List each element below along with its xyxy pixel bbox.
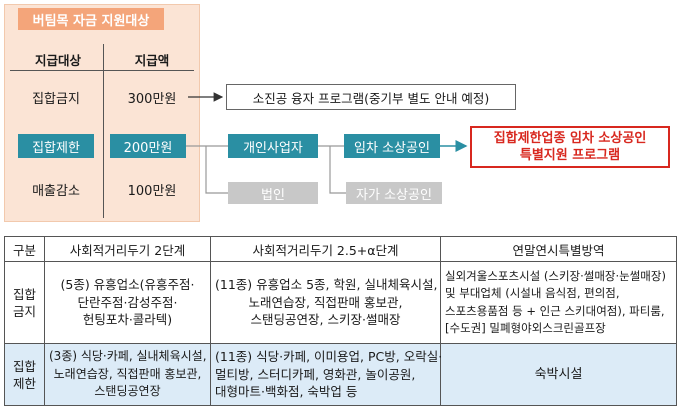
header-divider [10, 70, 194, 71]
restrict-level25-cell: (11종) 식당·카페, 이미용업, PC방, 오락실· 멀티방, 스터디카페,… [210, 343, 442, 406]
restrict-holiday-cell: 숙박시설 [440, 343, 677, 406]
col-header-category: 구분 [4, 236, 45, 262]
header-target: 지급대상 [34, 53, 81, 68]
special-program-line2: 특별지원 프로그램 [519, 148, 621, 163]
column-divider [103, 44, 104, 218]
panel-title: 버팀목 자금 지원대상 [18, 8, 164, 30]
row-ban-amount: 300만원 [127, 91, 177, 107]
connector-lines [186, 92, 468, 194]
restrict-level2-cell: (3종) 식당·카페, 실내체육시설, 노래연습장, 직접판매 홍보관, 스탠딩… [44, 343, 211, 406]
ban-level2-cell: (5종) 유흥업소(유흥주점· 단란주점·감성주점· 헌팅포차·콜라텍) [44, 261, 211, 344]
row-label-restrict: 집합 제한 [4, 343, 45, 406]
restriction-table: 구분 사회적거리두기 2단계 사회적거리두기 2.5+α단계 연말연시특별방역 … [4, 236, 677, 406]
row-sales-amount: 100만원 [127, 183, 177, 199]
ban-holiday-cell: 실외겨울스포츠시설 (스키장·썰매장·눈썰매장) 및 부대업체 (시설내 음식점… [440, 261, 677, 344]
individual-business-box: 개인사업자 [228, 134, 318, 158]
support-target-panel [4, 4, 200, 222]
owner-business-box: 자가 소상공인 [346, 182, 442, 204]
corporation-box: 법인 [228, 182, 318, 204]
loan-program-box: 소진공 융자 프로그램(중기부 별도 안내 예정) [226, 84, 516, 110]
ban-level25-cell: (11종) 유흥업소 5종, 학원, 실내체육시설, 노래연습장, 직접판매 홍… [210, 261, 441, 344]
row-restrict-amount: 200만원 [110, 134, 186, 158]
row-ban-target: 집합금지 [32, 91, 80, 107]
col-header-holiday: 연말연시특별방역 [440, 236, 677, 262]
special-program-line1: 집합제한업종 임차 소상공인 [493, 131, 647, 146]
row-label-ban: 집합 금지 [4, 261, 45, 344]
tenant-business-box: 임차 소상공인 [344, 134, 440, 158]
row-sales-target: 매출감소 [32, 183, 80, 199]
header-amount: 지급액 [134, 53, 170, 68]
col-header-level2: 사회적거리두기 2단계 [44, 236, 211, 262]
col-header-level25: 사회적거리두기 2.5+α단계 [210, 236, 441, 262]
special-program-box: 집합제한업종 임차 소상공인 특별지원 프로그램 [470, 126, 670, 168]
table-row: 집합 제한 (3종) 식당·카페, 실내체육시설, 노래연습장, 직접판매 홍보… [4, 343, 677, 406]
row-restrict-target: 집합제한 [18, 134, 94, 158]
table-row: 집합 금지 (5종) 유흥업소(유흥주점· 단란주점·감성주점· 헌팅포차·콜라… [4, 261, 677, 344]
